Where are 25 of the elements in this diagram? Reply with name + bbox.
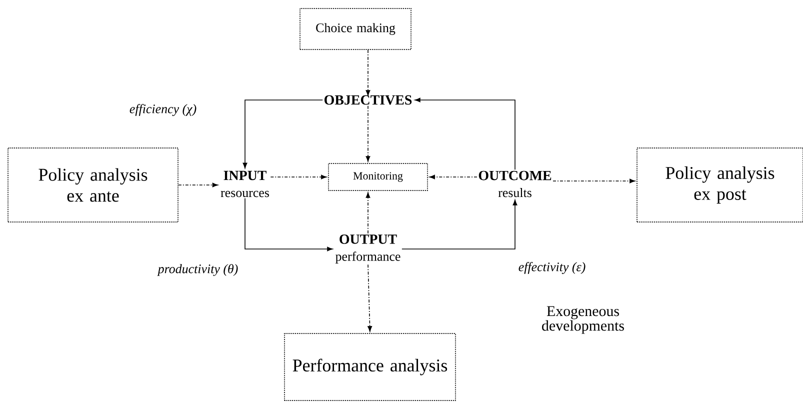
dotted-box: Monitoring [328,163,428,191]
arrow [366,106,370,162]
bold-label: OUTCOME results [478,170,552,198]
bold-label: OBJECTIVES [324,95,412,105]
bold-label: OUTPUT performance [336,234,400,264]
edge-label: efficiency (χ) [128,103,198,117]
dotted-box: Policy analysis ex ante [8,148,178,222]
arrow [429,174,478,180]
dotted-box: Policy analysis ex post [636,148,803,222]
arrow [244,198,333,252]
arrow [402,200,518,250]
arrow [366,192,370,234]
arrow [552,178,636,184]
edge-label: effectivity (ε) [517,261,587,275]
arrow [178,182,218,188]
edge-label: productivity (θ) [156,263,240,277]
arrow [242,100,324,168]
note-text: Exogeneous developments [542,306,624,334]
bold-label: INPUT resources [220,170,269,198]
dotted-box: Performance analysis [284,333,456,401]
dotted-box: Choice making [300,8,412,50]
arrow [368,264,372,332]
arrow [414,98,516,170]
arrow [270,174,327,180]
arrow [366,50,370,96]
